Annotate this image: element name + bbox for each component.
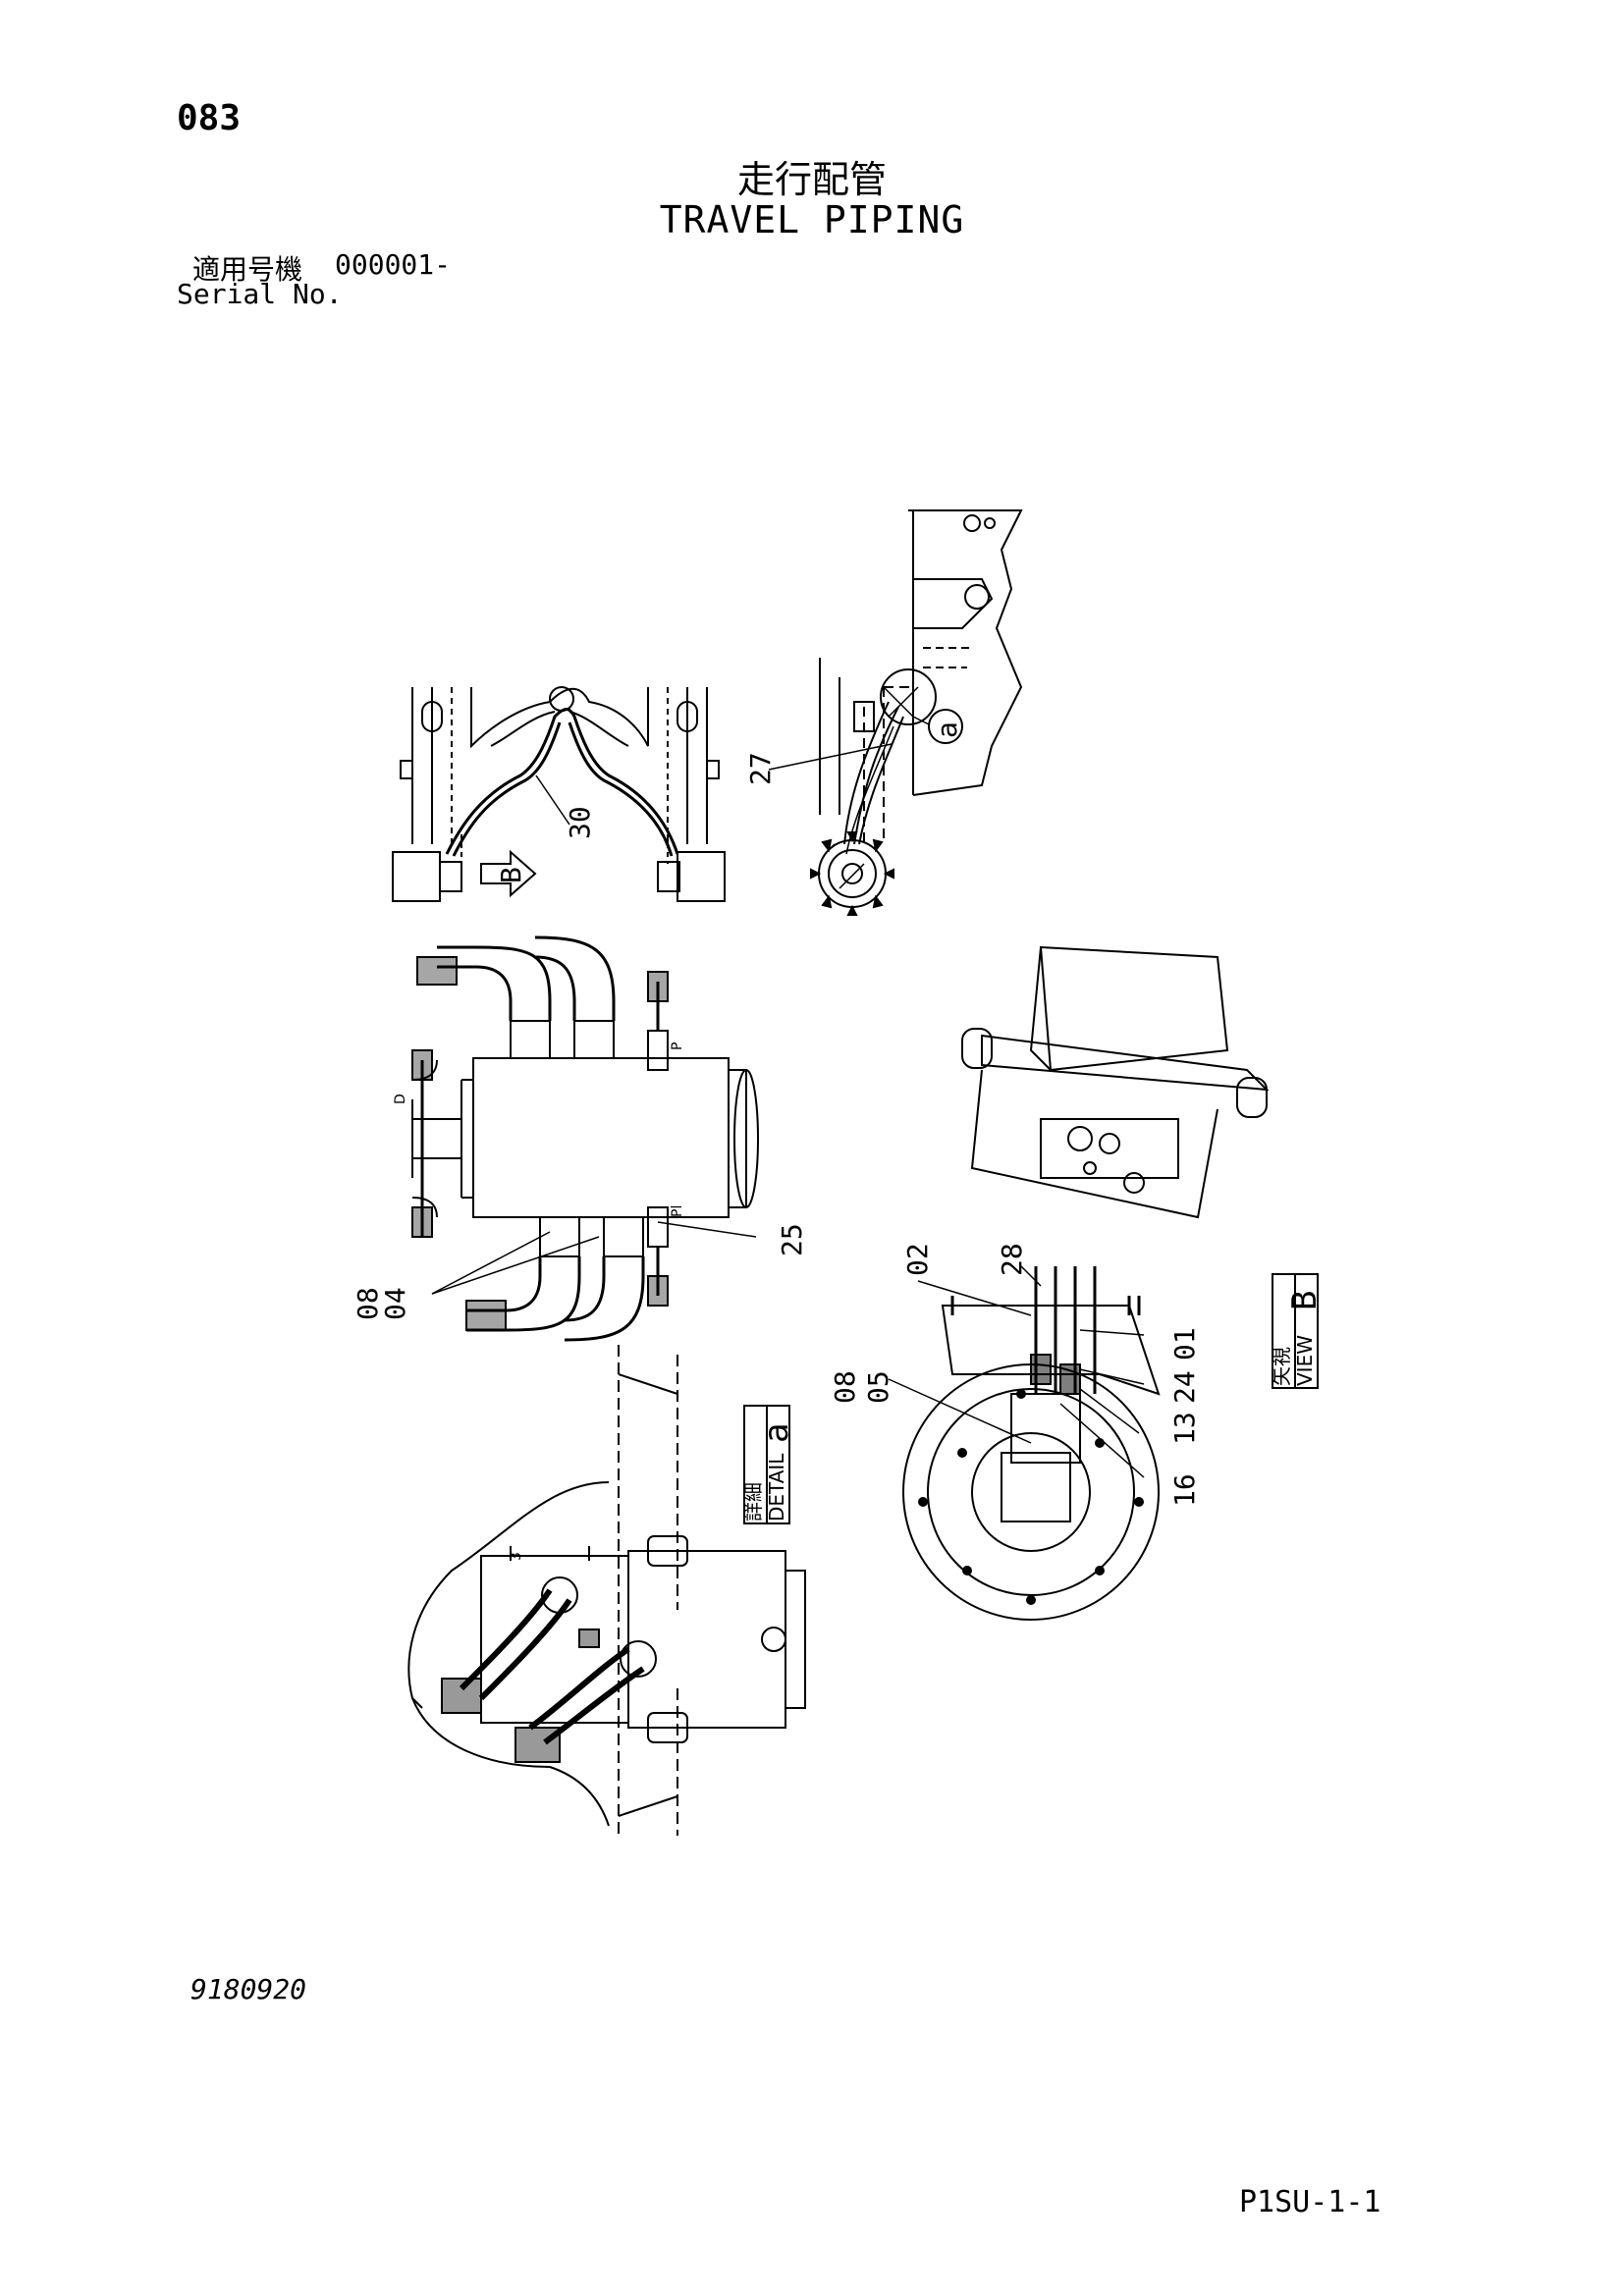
callout-08-lower: 08 — [829, 1370, 861, 1404]
view-b-letter: B — [1285, 1291, 1325, 1310]
callout-05: 05 — [862, 1370, 894, 1404]
detail-a-view — [407, 1345, 806, 1836]
view-label-japanese: 矢視 — [1270, 1347, 1293, 1386]
detail-a-letter: a — [757, 1423, 796, 1443]
port-label-pl: Pl — [670, 1205, 685, 1217]
port-label-p: P — [670, 1042, 685, 1050]
detail-a-marker — [743, 1405, 790, 1524]
track-side-view — [768, 509, 1023, 916]
callout-25: 25 — [776, 1223, 808, 1256]
page-title-japanese: 走行配管 — [736, 158, 887, 201]
detail-label: DETAIL — [765, 1453, 788, 1522]
circle-a-label: a — [931, 721, 963, 738]
track-rear-view — [392, 686, 726, 902]
page-title: TRAVEL PIPING — [659, 198, 965, 241]
callout-04: 04 — [379, 1287, 411, 1320]
detail-label-japanese: 詳細 — [741, 1482, 765, 1522]
port-label-d: D — [393, 1094, 408, 1104]
callout-08-upper: 08 — [352, 1287, 384, 1320]
view-b-marker — [1272, 1273, 1319, 1389]
page-code: P1SU-1-1 — [1239, 2185, 1381, 2219]
view-label: VIEW — [1293, 1335, 1317, 1386]
drawing-number: 9180920 — [190, 1973, 307, 2005]
travel-motor-view — [961, 945, 1270, 1219]
serial-number-value: 000001- — [335, 248, 452, 281]
callout-27: 27 — [744, 752, 777, 785]
page-number: 083 — [177, 98, 242, 138]
callout-28: 28 — [996, 1243, 1028, 1276]
serial-label-japanese: 適用号機 — [192, 253, 303, 286]
serial-label: Serial No. — [177, 278, 343, 310]
callout-24: 24 — [1168, 1370, 1201, 1404]
callout-01: 01 — [1168, 1327, 1201, 1361]
view-b-flange — [888, 1265, 1161, 1621]
callout-02: 02 — [901, 1243, 934, 1276]
callout-30: 30 — [564, 806, 596, 839]
center-joint-view — [411, 935, 759, 1342]
arrow-b-label: B — [495, 867, 527, 883]
callout-13: 13 — [1168, 1412, 1201, 1445]
port-label-3: 3 — [509, 1552, 524, 1561]
callout-16: 16 — [1168, 1473, 1201, 1507]
